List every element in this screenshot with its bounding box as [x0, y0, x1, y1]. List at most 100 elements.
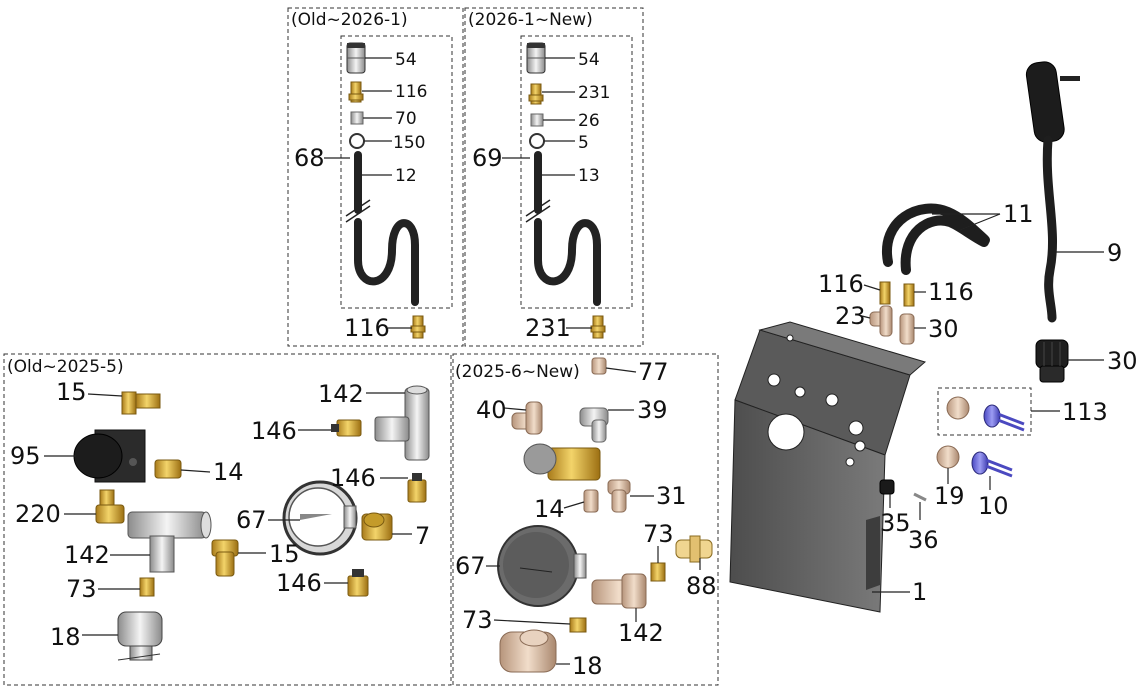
label-og-7: 7 — [415, 522, 430, 550]
valve-body — [117, 611, 163, 661]
label-old-70: 70 — [395, 109, 417, 129]
hose-loop — [534, 218, 601, 306]
filter-cap — [346, 42, 366, 74]
regulator-block — [73, 429, 146, 483]
label-og-15-low: 15 — [269, 540, 300, 568]
brass-bushing — [139, 577, 155, 597]
grey-gauge — [497, 525, 587, 607]
label-new-fitting-231: 231 — [525, 314, 571, 342]
barb-fitting — [348, 81, 364, 103]
label-ng-14: 14 — [534, 495, 565, 523]
label-assembly-68: 68 — [294, 144, 325, 172]
kit-knob — [946, 396, 970, 420]
brass-elbow-220 — [95, 489, 125, 524]
label-og-142: 142 — [64, 541, 110, 569]
label-ng-88: 88 — [686, 572, 717, 600]
label-og-146-top: 146 — [251, 417, 297, 445]
tan-tee — [591, 573, 647, 609]
label-br-19: 19 — [934, 482, 965, 510]
screw — [879, 479, 895, 495]
bracket-assembly: 1 11 9 116 116 23 30 — [729, 61, 1138, 613]
pressure-gauge — [282, 480, 358, 556]
tan-valve — [499, 629, 557, 673]
grey-elbow — [579, 407, 609, 443]
tan-elbow — [511, 401, 543, 435]
label-br-9: 9 — [1107, 239, 1122, 267]
label-og-15-top: 15 — [56, 378, 87, 406]
label-new-231: 231 — [578, 83, 610, 103]
power-cord — [1025, 61, 1080, 323]
label-br-116-right: 116 — [928, 278, 974, 306]
label-og-146-mid: 146 — [330, 464, 376, 492]
hose-a — [881, 203, 990, 267]
label-og-67: 67 — [236, 506, 267, 534]
label-ng-77: 77 — [638, 358, 669, 386]
label-br-36: 36 — [908, 526, 939, 554]
label-new-13: 13 — [578, 166, 600, 186]
sleeve — [350, 111, 364, 125]
caption-new-gauge: (2025-6~New) — [455, 362, 580, 382]
cable-gland — [1035, 339, 1069, 383]
barb-fitting — [528, 83, 544, 105]
brass-bushing — [650, 562, 666, 582]
label-old-54: 54 — [395, 50, 417, 70]
label-og-14: 14 — [213, 458, 244, 486]
label-ng-31: 31 — [656, 482, 687, 510]
brass-bushing-low — [569, 617, 587, 633]
break-mark — [345, 199, 371, 223]
steel-tee-top — [374, 385, 430, 461]
label-og-73: 73 — [66, 575, 97, 603]
tan-cap — [591, 357, 607, 375]
brass-elbow-7 — [361, 512, 393, 541]
label-br-30-gland: 30 — [1107, 347, 1138, 375]
label-new-26: 26 — [578, 111, 600, 131]
label-old-12: 12 — [395, 166, 417, 186]
label-old-150: 150 — [393, 133, 425, 153]
panel-new-hose: (2026-1~New) 54 231 26 5 13 69 — [464, 7, 644, 347]
caption-old-hose: (Old~2026-1) — [291, 10, 408, 30]
bottom-fitting — [410, 315, 426, 339]
panel-old-hose: (Old~2026-1) 54 116 70 150 12 68 — [287, 7, 464, 347]
bottom-fitting — [590, 315, 606, 339]
tan-nut — [583, 489, 599, 513]
label-br-113: 113 — [1062, 398, 1108, 426]
label-ng-40: 40 — [476, 396, 507, 424]
caption-new-hose: (2026-1~New) — [468, 10, 593, 30]
label-ng-67: 67 — [455, 552, 486, 580]
adapter — [675, 535, 713, 563]
barb-right — [903, 283, 915, 307]
label-br-10: 10 — [978, 492, 1009, 520]
barb-left — [879, 281, 891, 305]
kit-clip — [983, 404, 1025, 432]
clamp-ring — [529, 133, 545, 149]
brass-fitting — [331, 419, 362, 437]
label-br-30-elbow: 30 — [928, 315, 959, 343]
label-assembly-69: 69 — [472, 144, 503, 172]
label-ng-39: 39 — [637, 396, 668, 424]
label-ng-18: 18 — [572, 652, 603, 680]
filter-cap — [526, 42, 546, 74]
label-og-142-top: 142 — [318, 380, 364, 408]
break-mark — [525, 199, 551, 223]
label-og-18: 18 — [50, 623, 81, 651]
steel-tee — [127, 511, 212, 573]
brass-fitting-mid — [407, 473, 427, 503]
label-ng-142: 142 — [618, 619, 664, 647]
brass-nut — [154, 459, 182, 479]
label-br-116-left: 116 — [818, 270, 864, 298]
label-old-116: 116 — [395, 82, 427, 102]
label-new-5: 5 — [578, 133, 589, 153]
hose-loop — [354, 218, 419, 306]
label-br-23: 23 — [835, 302, 866, 330]
label-br-35: 35 — [880, 509, 911, 537]
brass-elbow-low — [211, 539, 239, 577]
brass-regulator — [523, 443, 601, 481]
label-old-fitting-116: 116 — [344, 314, 390, 342]
panel-new-gauge: (2025-6~New) 77 40 39 14 — [452, 353, 719, 686]
tan-elbow-30 — [899, 313, 915, 345]
tan-fitting — [607, 479, 631, 513]
pin — [913, 492, 927, 502]
knob — [936, 445, 960, 469]
label-br-1: 1 — [912, 578, 927, 606]
